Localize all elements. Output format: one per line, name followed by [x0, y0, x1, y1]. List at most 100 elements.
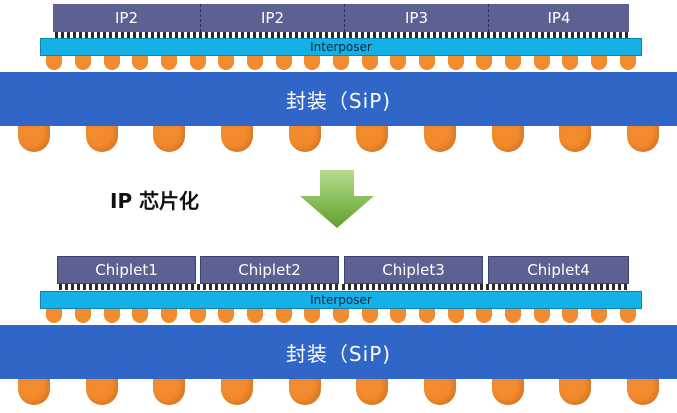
micro-bump [229, 32, 232, 38]
micro-bump [343, 32, 346, 38]
ip-block-1: IP2 [53, 4, 201, 32]
micro-bump [385, 32, 388, 38]
c4-bump [448, 309, 464, 323]
micro-bump [349, 32, 352, 38]
micro-bump [185, 284, 188, 290]
c4-bump [333, 56, 349, 70]
micro-bump [277, 32, 280, 38]
micro-bump [173, 284, 176, 290]
micro-bump [61, 32, 64, 38]
micro-bump [469, 32, 472, 38]
micro-bump [373, 32, 376, 38]
c4-bump [620, 309, 636, 323]
micro-bump [325, 32, 328, 38]
bga-ball [559, 379, 591, 405]
micro-bump [439, 32, 442, 38]
c4-bump [505, 56, 521, 70]
micro-bump [271, 32, 274, 38]
micro-bump [558, 284, 561, 290]
micro-bump [133, 32, 136, 38]
top-c4-bumps [40, 56, 642, 70]
top-micro-bumps [53, 32, 629, 38]
c4-bump [247, 309, 263, 323]
micro-bump [59, 284, 62, 290]
micro-bump [595, 32, 598, 38]
micro-bump [618, 284, 621, 290]
bga-ball [86, 379, 118, 405]
micro-bump [402, 284, 405, 290]
micro-bump [121, 32, 124, 38]
micro-bump [251, 284, 254, 290]
micro-bump [415, 32, 418, 38]
micro-bump [127, 32, 130, 38]
micro-bump [481, 32, 484, 38]
micro-bump [625, 32, 628, 38]
micro-bump [149, 284, 152, 290]
micro-bump [313, 32, 316, 38]
c4-bump [476, 56, 492, 70]
c4-bump [304, 309, 320, 323]
micro-bump [379, 32, 382, 38]
micro-bump [612, 284, 615, 290]
micro-bump [552, 284, 555, 290]
micro-bump [137, 284, 140, 290]
micro-bump [456, 284, 459, 290]
micro-bump [295, 32, 298, 38]
top-die-row: IP2 IP2 IP3 IP4 [53, 4, 629, 32]
micro-bump [516, 284, 519, 290]
micro-bump [600, 284, 603, 290]
bga-ball [424, 126, 456, 152]
micro-bump [55, 32, 58, 38]
micro-bump [468, 284, 471, 290]
micro-bump [510, 284, 513, 290]
bga-ball [356, 379, 388, 405]
micro-bump [457, 32, 460, 38]
bga-ball [221, 126, 253, 152]
micro-bump [408, 284, 411, 290]
micro-bump [577, 32, 580, 38]
micro-bump [565, 32, 568, 38]
c4-bump [362, 309, 378, 323]
micro-bump [329, 284, 332, 290]
micro-bump [331, 32, 334, 38]
c4-bump [46, 56, 62, 70]
bottom-bga-balls [0, 379, 677, 405]
c4-bump [161, 309, 177, 323]
micro-bump [409, 32, 412, 38]
micro-bump [145, 32, 148, 38]
micro-bump [205, 32, 208, 38]
c4-bump [218, 56, 234, 70]
micro-bump [511, 32, 514, 38]
micro-bump [289, 32, 292, 38]
micro-bump [323, 284, 326, 290]
micro-bump [83, 284, 86, 290]
micro-bump [239, 284, 242, 290]
micro-bump [155, 284, 158, 290]
micro-bump [175, 32, 178, 38]
micro-bump [378, 284, 381, 290]
c4-bump [419, 56, 435, 70]
micro-bump [475, 32, 478, 38]
c4-bump [591, 309, 607, 323]
micro-bump [301, 32, 304, 38]
micro-bump [499, 32, 502, 38]
micro-bump [179, 284, 182, 290]
micro-bump [487, 32, 490, 38]
micro-bump [77, 284, 80, 290]
micro-bump [504, 284, 507, 290]
micro-bump [211, 32, 214, 38]
micro-bump [451, 32, 454, 38]
c4-bump [161, 56, 177, 70]
micro-bump [65, 284, 68, 290]
micro-bump [241, 32, 244, 38]
micro-bump [97, 32, 100, 38]
micro-bump [570, 284, 573, 290]
micro-bump [553, 32, 556, 38]
micro-bump [594, 284, 597, 290]
micro-bump [529, 32, 532, 38]
micro-bump [151, 32, 154, 38]
bga-ball [627, 379, 659, 405]
micro-bump [287, 284, 290, 290]
micro-bump [463, 32, 466, 38]
c4-bump [390, 309, 406, 323]
